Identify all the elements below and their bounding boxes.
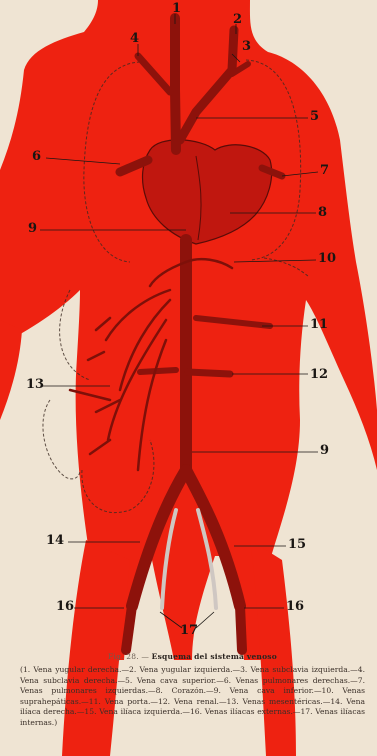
label-9: 9: [28, 222, 37, 235]
label-11: 11: [310, 318, 328, 331]
label-15: 15: [288, 538, 306, 551]
label-3: 3: [242, 40, 251, 53]
label-1: 1: [172, 2, 181, 15]
caption-heading: Esquema del sistema venoso: [152, 652, 277, 661]
label-17: 17: [180, 624, 198, 637]
label-2: 2: [233, 13, 242, 26]
label-5: 5: [310, 110, 319, 123]
figure-number: Fig. 28. —: [108, 652, 149, 661]
label-16-left: 16: [56, 600, 74, 613]
label-9-lower: 9: [320, 444, 329, 457]
label-14: 14: [46, 534, 64, 547]
label-4: 4: [130, 32, 139, 45]
label-16-right: 16: [286, 600, 304, 613]
left-arm-lower: [0, 320, 22, 420]
label-10: 10: [318, 252, 336, 265]
figure-caption: Fig. 28. — Esquema del sistema venoso (1…: [20, 652, 365, 729]
label-8: 8: [318, 206, 327, 219]
label-7: 7: [320, 164, 329, 177]
label-12: 12: [310, 368, 328, 381]
caption-title: Fig. 28. — Esquema del sistema venoso: [20, 652, 365, 661]
label-13: 13: [26, 378, 44, 391]
caption-legend: (1. Vena yugular derecha.—2. Vena yugula…: [20, 665, 365, 729]
label-6: 6: [32, 150, 41, 163]
